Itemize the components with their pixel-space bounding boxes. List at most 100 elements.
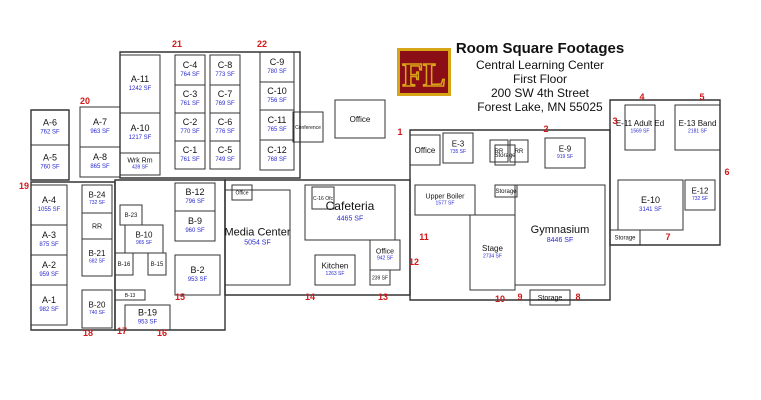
- room-square-footage: 2181 SF: [688, 129, 707, 135]
- room-outline: [224, 189, 291, 286]
- room-label: Gymnasium: [531, 224, 590, 236]
- room-square-footage: 982 SF: [39, 307, 59, 313]
- room-square-footage: 735 SF: [450, 149, 466, 155]
- room-outline: [514, 184, 606, 286]
- entrance-marker: 3: [612, 116, 617, 126]
- entrance-marker: 13: [378, 292, 388, 302]
- room-outline: [674, 104, 721, 151]
- room-square-footage: 5054 SF: [244, 240, 270, 247]
- room-rr: RR: [81, 212, 113, 240]
- room-square-footage: 740 SF: [89, 310, 105, 316]
- room-outline: [114, 252, 134, 276]
- room-label: Storage: [614, 236, 636, 242]
- room-outline: [119, 152, 161, 176]
- room-label: C-9: [270, 57, 285, 67]
- room-square-footage: 762 SF: [40, 129, 60, 135]
- room-label: B-20: [89, 300, 106, 309]
- room-label: Upper Boiler: [426, 194, 466, 201]
- room-outline: [147, 252, 167, 276]
- room-label: A-8: [93, 152, 107, 162]
- room-outline: [292, 111, 324, 143]
- room-square-footage: 761 SF: [180, 157, 200, 163]
- room-square-footage: 1577 SF: [436, 201, 455, 207]
- room-label: E-13 Band: [679, 119, 717, 128]
- room-c-7: C-7 769 SF: [209, 84, 241, 114]
- room-outline: [174, 210, 216, 242]
- room-outline: [489, 139, 509, 163]
- room-b-15: B-15: [147, 252, 167, 276]
- room-label: C-7: [218, 89, 233, 99]
- room-239-sf: 239 SF: [369, 269, 391, 286]
- room-square-footage: 732 SF: [692, 196, 708, 202]
- room-label: Storage: [494, 153, 516, 159]
- room-label: B-19: [138, 308, 157, 318]
- room-label: B-16: [118, 262, 131, 268]
- room-label: B-10: [136, 230, 153, 239]
- room-label: Office: [236, 190, 249, 196]
- room-square-footage: 756 SF: [267, 98, 287, 104]
- room-outline: [259, 139, 295, 171]
- room-label: C-6: [218, 117, 233, 127]
- entrance-marker: 5: [699, 92, 704, 102]
- room-square-footage: 773 SF: [215, 72, 235, 78]
- room-label: 239 SF: [372, 275, 388, 281]
- subtitle-line-1: Central Learning Center: [475, 58, 605, 72]
- room-label: Wrk Rm: [127, 158, 152, 165]
- room-square-footage: 770 SF: [180, 129, 200, 135]
- room-square-footage: 769 SF: [215, 101, 235, 107]
- room-label: C-11: [268, 115, 287, 125]
- entrance-marker: 22: [257, 39, 267, 49]
- room-storage: Storage: [494, 184, 518, 198]
- entrance-marker: 2: [543, 124, 548, 134]
- room-label: E-11 Adult Ed: [616, 119, 664, 128]
- room-b-16: B-16: [114, 252, 134, 276]
- room-square-footage: 764 SF: [180, 72, 200, 78]
- logo-text: FL: [402, 57, 445, 94]
- room-outline: [609, 229, 641, 246]
- room-label: C-16 Ofc: [313, 196, 334, 202]
- room-square-footage: 960 SF: [185, 228, 205, 234]
- room-label: Stage: [482, 244, 503, 253]
- room-outline: [544, 137, 586, 169]
- room-label: Storage: [538, 295, 563, 302]
- room-square-footage: 682 SF: [89, 259, 105, 265]
- room-square-footage: 953 SF: [188, 277, 208, 283]
- room-square-footage: 1217 SF: [129, 135, 152, 141]
- room-outline: [529, 289, 571, 306]
- room-label: B-9: [188, 216, 202, 226]
- room-outline: [174, 140, 206, 170]
- entrance-marker: 4: [639, 92, 644, 102]
- room-label: Office: [415, 146, 436, 155]
- room-c-16-ofc: C-16 Ofc: [311, 186, 335, 210]
- room-square-footage: 732 SF: [89, 200, 105, 206]
- room-storage: Storage: [609, 229, 641, 246]
- room-storage: Storage: [494, 144, 516, 166]
- room-outline: [617, 179, 684, 231]
- room-label: RR: [495, 149, 504, 155]
- room-square-footage: 1055 SF: [38, 207, 61, 213]
- room-square-footage: 8446 SF: [547, 237, 573, 244]
- room-office: Office: [409, 134, 441, 166]
- room-label: E-10: [641, 195, 660, 205]
- room-b-9: B-9 960 SF: [174, 210, 216, 242]
